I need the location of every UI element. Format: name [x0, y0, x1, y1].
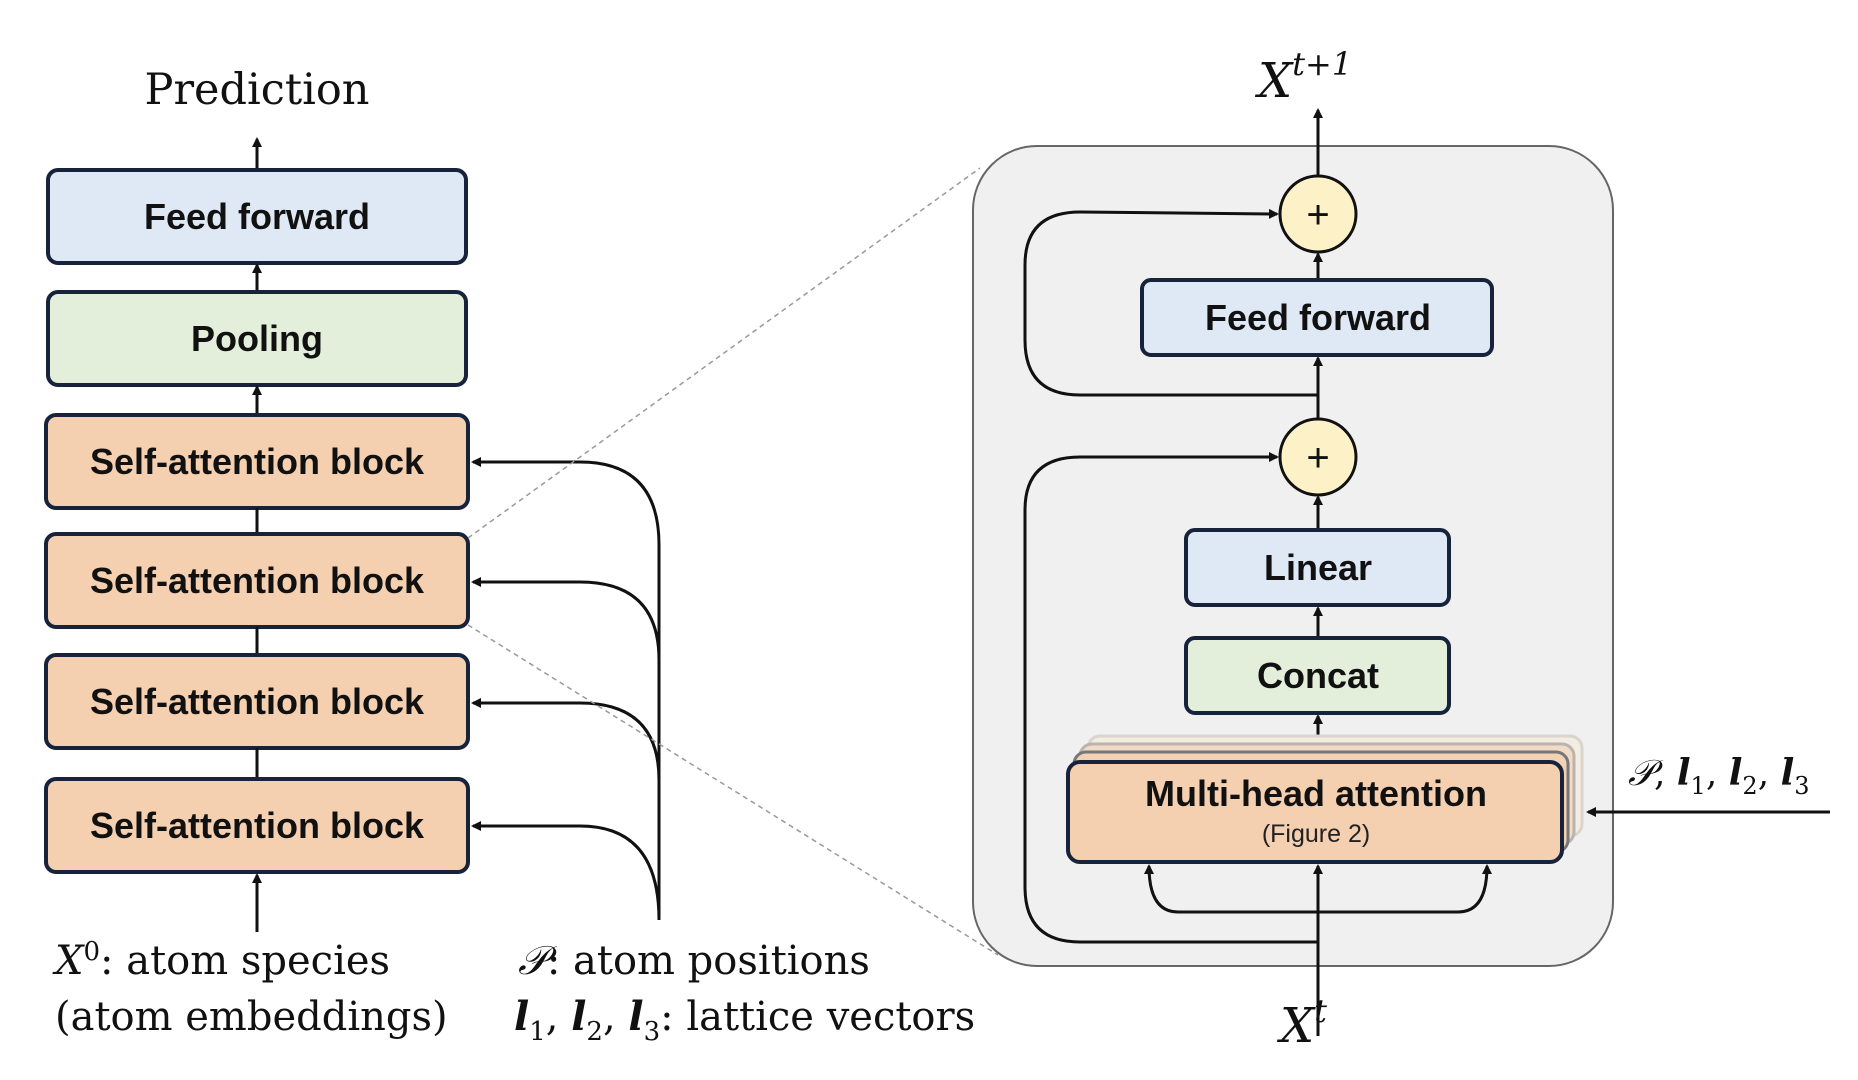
atom-species-text: : atom species	[100, 938, 390, 984]
residual-bottom	[1023, 452, 1318, 944]
mha-box	[1066, 760, 1564, 864]
l1-var: l	[514, 993, 529, 1040]
l2-var: l	[571, 993, 586, 1040]
xt1-label: Xt+1	[1254, 45, 1352, 109]
l1-sub: 1	[529, 1017, 546, 1047]
positional-input-curves	[471, 457, 661, 921]
left-feed-forward-label: Feed forward	[144, 196, 370, 237]
x0-var: X	[52, 938, 85, 984]
plus-symbol-top: +	[1306, 193, 1329, 237]
linear-box	[1184, 528, 1451, 607]
detail-panel: Xt+1 + Feed forward + Linear Concat Mult	[972, 45, 1830, 1054]
side-input-label: 𝒫, l1, l2, l3	[1628, 752, 1810, 800]
l2-sub: 2	[586, 1017, 603, 1047]
xt-label: Xt	[1276, 992, 1327, 1054]
plus-symbol-bottom: +	[1306, 436, 1329, 480]
side-curve-1	[471, 457, 661, 920]
linear-label: Linear	[1264, 547, 1372, 588]
self-attention-block-4	[44, 777, 470, 874]
prediction-label: Prediction	[145, 65, 370, 115]
left-stack: Prediction Feed forward Pooling Self-att…	[44, 65, 470, 932]
side-curve-4	[471, 821, 661, 921]
svg-text:X0: atom species: X0: atom species	[52, 937, 390, 984]
right-feed-forward-label: Feed forward	[1205, 297, 1431, 338]
residual-connections	[1023, 208, 1318, 944]
mha-sublabel: (Figure 2)	[1262, 820, 1370, 848]
self-attention-label-2: Self-attention block	[90, 560, 425, 601]
zoom-lines	[467, 167, 999, 956]
lattice-vectors-text: : lattice vectors	[660, 994, 975, 1040]
atom-species-caption: X0: atom species (atom embeddings)	[52, 937, 448, 1040]
svg-text:l1, l2, l3: lattice vectors: l1, l2, l3: lattice vectors	[514, 993, 975, 1047]
self-attention-label-4: Self-attention block	[90, 805, 425, 846]
mha-input-lines	[1144, 864, 1492, 1036]
concat-box	[1184, 636, 1451, 715]
self-attention-label-1: Self-attention block	[90, 441, 425, 482]
residual-top	[1023, 208, 1318, 397]
side-curve-3	[471, 698, 661, 920]
atom-embeddings-text: (atom embeddings)	[55, 994, 448, 1040]
concat-label: Concat	[1257, 655, 1379, 696]
l3-var: l	[628, 993, 643, 1040]
self-attention-label-3: Self-attention block	[90, 681, 425, 722]
mha-label: Multi-head attention	[1145, 773, 1487, 814]
l3-sub: 3	[644, 1017, 661, 1047]
side-curve-2	[471, 577, 661, 920]
atom-positions-text: : atom positions	[547, 938, 870, 984]
position-caption: 𝒫: atom positions l1, l2, l3: lattice ve…	[514, 938, 975, 1047]
right-feed-forward-box	[1140, 278, 1494, 357]
pooling-label: Pooling	[191, 318, 323, 359]
x0-sup: 0	[83, 937, 100, 967]
svg-text:𝒫: atom positions: 𝒫: atom positions	[518, 938, 870, 984]
